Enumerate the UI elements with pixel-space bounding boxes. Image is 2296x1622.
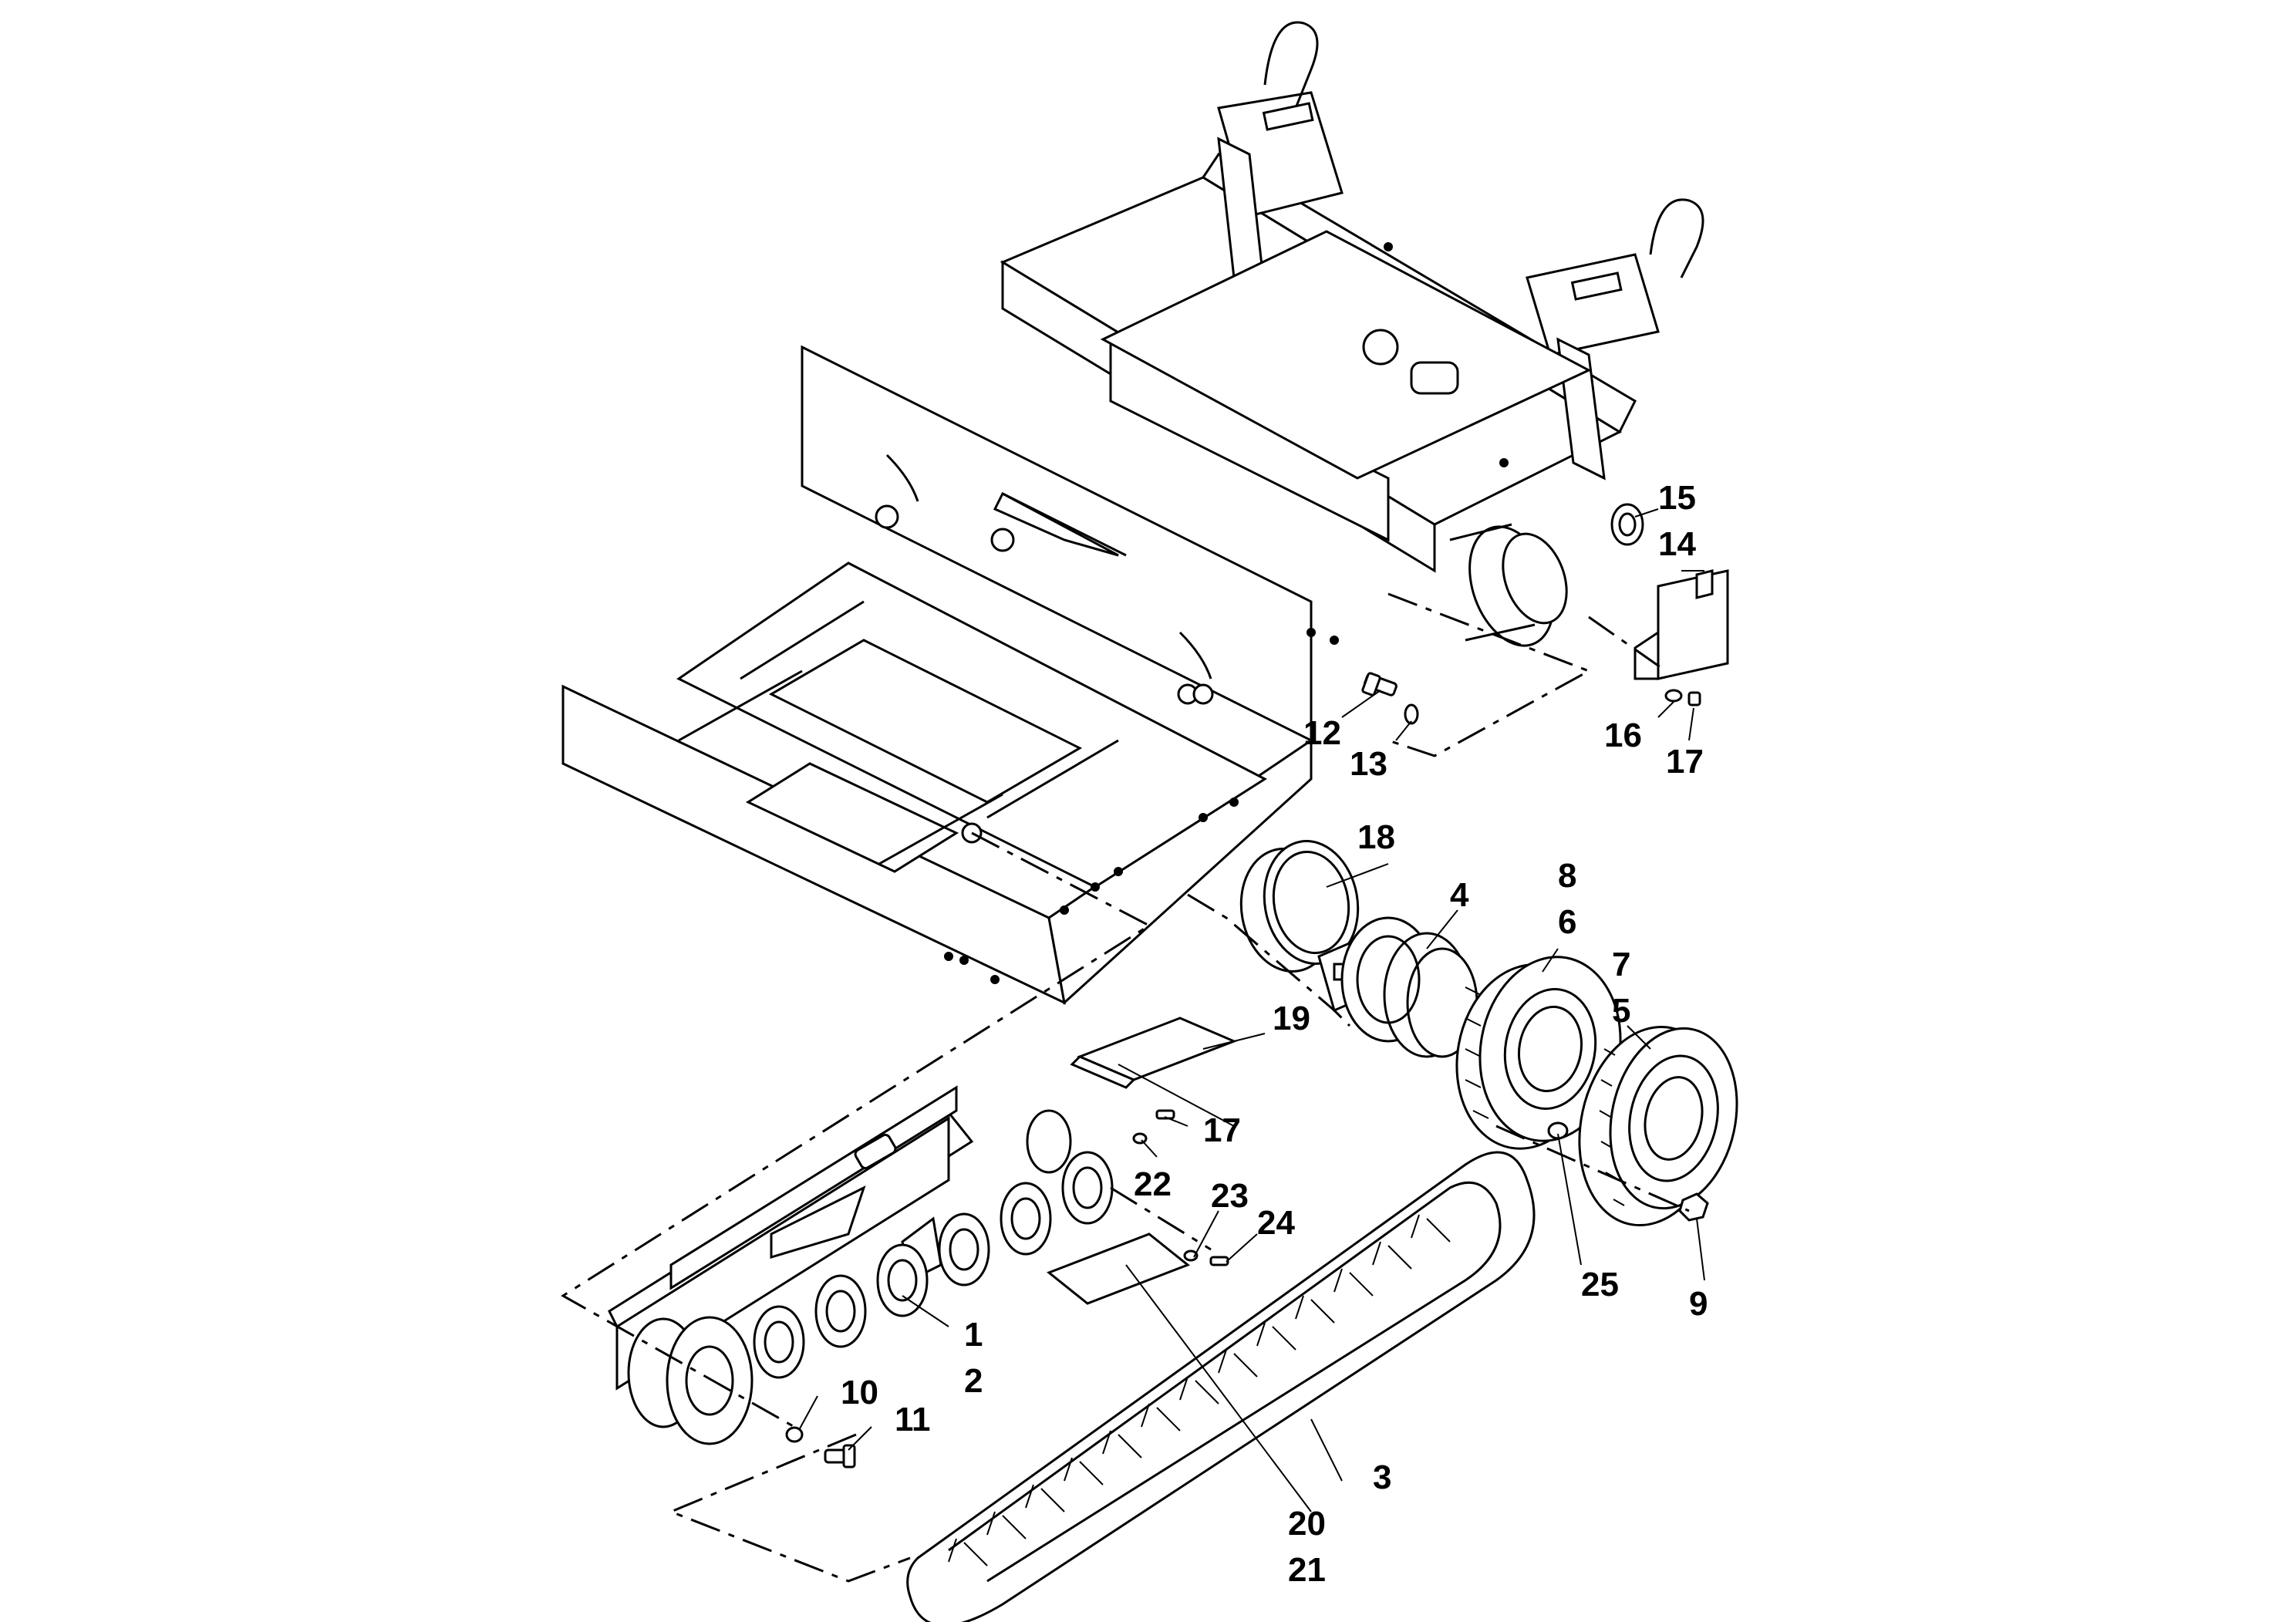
callout-23: 23 [1211,1177,1249,1215]
callout-15: 15 [1658,479,1696,517]
part-25-stud [1547,1121,1569,1140]
part-16-17-fasteners [1664,689,1701,706]
callout-19: 19 [1273,1000,1310,1037]
callout-3: 3 [1373,1458,1391,1496]
callout-18: 18 [1357,818,1395,856]
callout-17-upper: 17 [1666,743,1704,781]
callout-21: 21 [1288,1551,1326,1589]
callout-11: 11 [895,1401,931,1438]
part-5-sprocket [1578,1025,1738,1227]
part-6-sprocket-hub [1455,956,1622,1150]
callout-6: 6 [1558,903,1576,941]
callout-labels: 15 14 16 17 12 13 18 4 8 6 7 5 19 17 22 … [841,479,1708,1589]
callout-24: 24 [1257,1204,1295,1242]
callout-4: 4 [1450,876,1469,914]
track-rollers [627,1109,1114,1445]
part-19-cover [1070,1017,1237,1089]
callout-7: 7 [1612,946,1630,983]
part-9-nut [1678,1192,1709,1222]
callout-17-lower: 17 [1203,1111,1241,1149]
part-12-13-fasteners [1361,672,1419,725]
part-15-pin [1610,503,1644,546]
leader-lines [798,508,1705,1512]
callout-2: 2 [964,1362,983,1400]
callout-13: 13 [1350,745,1387,783]
callout-25: 25 [1581,1266,1619,1303]
part-4-drive-motor [1317,916,1478,1058]
callout-10: 10 [841,1374,878,1411]
callout-8: 8 [1558,857,1576,895]
track-frame [608,1085,974,1391]
part-18-ring [1239,840,1360,973]
callout-14: 14 [1658,525,1696,563]
callout-22: 22 [1134,1165,1172,1203]
part-10-11-fasteners [785,1426,856,1469]
assembly-lines [561,592,1690,1583]
callout-9: 9 [1689,1285,1708,1323]
part-14-bracket [1633,569,1729,680]
callout-12: 12 [1303,714,1341,752]
part-20-21-cover [1047,1233,1190,1305]
part-3-rubber-track [906,1151,1536,1622]
callout-16: 16 [1604,717,1642,754]
frame-holes [944,242,1509,984]
main-frame [561,21,1704,1005]
callout-5: 5 [1612,992,1630,1030]
callout-20: 20 [1288,1505,1326,1543]
callout-1: 1 [964,1316,983,1354]
